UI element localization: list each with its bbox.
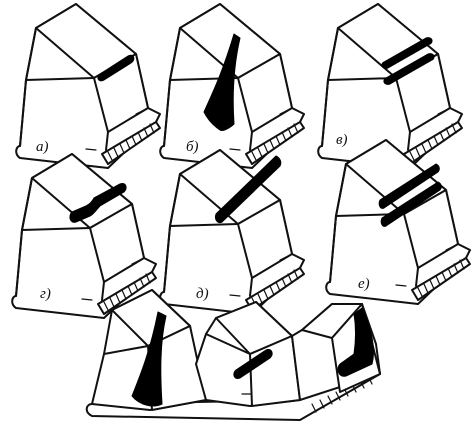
- gear-tooth: [325, 139, 471, 305]
- panel-a: [15, 3, 161, 169]
- contact-patch-tip-edge: [337, 307, 375, 377]
- panel-e: [159, 149, 305, 315]
- panel-c: [317, 3, 463, 169]
- caption-f: е): [358, 276, 370, 292]
- panel-f: [325, 139, 471, 305]
- contact-stripe-upper: [381, 37, 433, 69]
- contact-patch-central: [97, 54, 135, 82]
- gear-tooth: [159, 149, 305, 315]
- gear-tooth: [11, 153, 157, 319]
- caption-d: г): [40, 286, 51, 302]
- panel-d: [11, 153, 157, 319]
- contact-band-tip-upper: [378, 163, 440, 209]
- contact-patch-root-edge: [203, 33, 241, 131]
- bottom-tooth-3: [291, 303, 381, 401]
- caption-e: д): [196, 286, 209, 302]
- caption-b: б): [186, 139, 199, 155]
- caption-a: а): [36, 139, 49, 155]
- bottom-gear-group: [85, 289, 381, 421]
- contact-patch-central: [233, 349, 273, 379]
- caption-c: в): [336, 132, 348, 148]
- contact-patch-stepped: [69, 183, 127, 223]
- bottom-tooth-2: [195, 301, 301, 407]
- contact-stripe-lower: [383, 53, 435, 85]
- contact-band-tip-lower: [380, 181, 442, 227]
- bottom-tooth-1: [91, 289, 207, 411]
- contact-patch-root-edge: [131, 311, 167, 407]
- panel-b: [159, 3, 305, 169]
- contact-band-tip: [215, 155, 282, 223]
